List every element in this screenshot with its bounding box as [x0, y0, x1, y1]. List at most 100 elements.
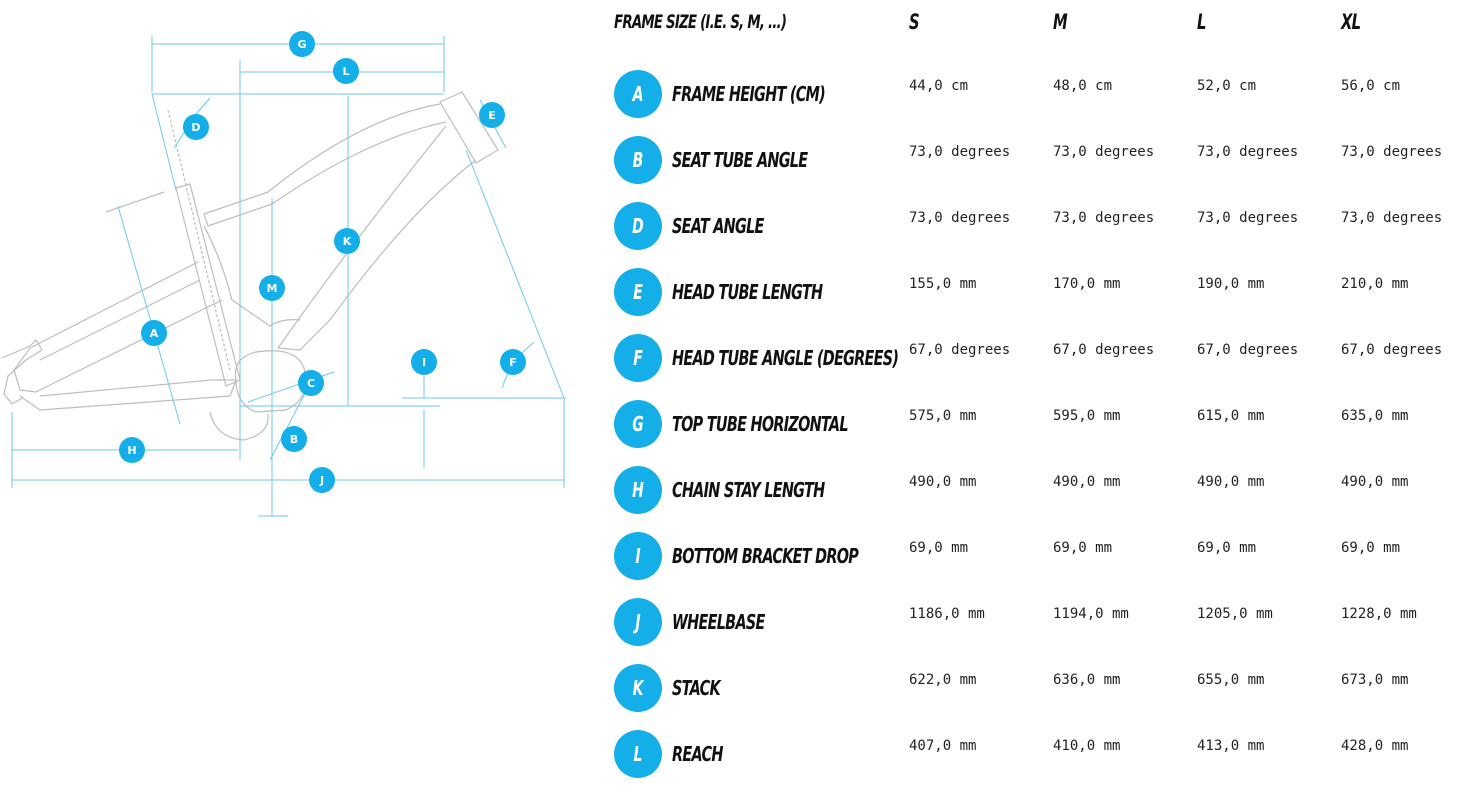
table-row: D SEAT ANGLE 73,0 degrees 73,0 degrees 7…: [600, 196, 1460, 262]
row-letter-badge: H: [614, 466, 662, 514]
row-letter-badge: A: [614, 70, 662, 118]
cell-value: 67,0 degrees: [1341, 342, 1443, 358]
svg-text:F: F: [509, 356, 517, 369]
svg-text:A: A: [150, 327, 159, 340]
svg-text:M: M: [267, 282, 278, 295]
badge-c: C: [298, 370, 324, 396]
row-label: HEAD TUBE ANGLE (DEGREES): [672, 346, 899, 370]
table-row: G TOP TUBE HORIZONTAL 575,0 mm 595,0 mm …: [600, 394, 1460, 460]
row-letter-badge: F: [614, 334, 662, 382]
row-label: HEAD TUBE LENGTH: [672, 280, 823, 304]
cell-value: 170,0 mm: [1053, 276, 1121, 292]
cell-value: 69,0 mm: [909, 540, 969, 556]
cell-value: 67,0 degrees: [1053, 342, 1155, 358]
row-label: WHEELBASE: [672, 610, 765, 634]
cell-value: 73,0 degrees: [1341, 210, 1443, 226]
cell-value: 190,0 mm: [1197, 276, 1265, 292]
row-label: TOP TUBE HORIZONTAL: [672, 412, 849, 436]
geometry-table: FRAME SIZE (I.E. S, M, ...) S M L XL A F…: [600, 0, 1460, 781]
row-letter-badge: G: [614, 400, 662, 448]
cell-value: 1228,0 mm: [1341, 606, 1417, 622]
cell-value: 210,0 mm: [1341, 276, 1409, 292]
cell-value: 490,0 mm: [1341, 474, 1409, 490]
row-label: STACK: [672, 676, 721, 700]
svg-text:B: B: [290, 433, 298, 446]
row-letter-badge: J: [614, 598, 662, 646]
column-header-size-m: M: [1053, 10, 1068, 34]
table-row: K STACK 622,0 mm 636,0 mm 655,0 mm 673,0…: [600, 658, 1460, 724]
table-row: A FRAME HEIGHT (CM) 44,0 cm 48,0 cm 52,0…: [600, 64, 1460, 130]
column-header-frame-size: FRAME SIZE (I.E. S, M, ...): [614, 11, 787, 33]
row-letter-badge: I: [614, 532, 662, 580]
cell-value: 490,0 mm: [1053, 474, 1121, 490]
table-row: F HEAD TUBE ANGLE (DEGREES) 67,0 degrees…: [600, 328, 1460, 394]
row-label: SEAT TUBE ANGLE: [672, 148, 808, 172]
svg-text:D: D: [191, 121, 200, 134]
cell-value: 69,0 mm: [1053, 540, 1113, 556]
svg-text:G: G: [297, 38, 306, 51]
cell-value: 155,0 mm: [909, 276, 977, 292]
svg-text:E: E: [488, 109, 496, 122]
column-header-size-s: S: [909, 10, 920, 34]
badge-f: F: [500, 349, 526, 375]
cell-value: 407,0 mm: [909, 738, 977, 754]
cell-value: 490,0 mm: [909, 474, 977, 490]
row-label: SEAT ANGLE: [672, 214, 764, 238]
cell-value: 636,0 mm: [1053, 672, 1121, 688]
cell-value: 73,0 degrees: [1053, 144, 1155, 160]
cell-value: 622,0 mm: [909, 672, 977, 688]
cell-value: 1205,0 mm: [1197, 606, 1273, 622]
cell-value: 73,0 degrees: [1341, 144, 1443, 160]
row-letter-badge: E: [614, 268, 662, 316]
row-label: REACH: [672, 742, 723, 766]
cell-value: 52,0 cm: [1197, 78, 1257, 94]
cell-value: 56,0 cm: [1341, 78, 1401, 94]
table-row: E HEAD TUBE LENGTH 155,0 mm 170,0 mm 190…: [600, 262, 1460, 328]
cell-value: 73,0 degrees: [1197, 144, 1299, 160]
cell-value: 1194,0 mm: [1053, 606, 1129, 622]
badge-m: M: [259, 275, 285, 301]
badge-h: H: [119, 437, 145, 463]
row-letter-badge: B: [614, 136, 662, 184]
cell-value: 673,0 mm: [1341, 672, 1409, 688]
badge-b: B: [281, 426, 307, 452]
badge-k: K: [334, 228, 360, 254]
cell-value: 1186,0 mm: [909, 606, 985, 622]
cell-value: 615,0 mm: [1197, 408, 1265, 424]
row-letter-badge: D: [614, 202, 662, 250]
svg-text:K: K: [343, 235, 352, 248]
cell-value: 67,0 degrees: [1197, 342, 1299, 358]
row-label: FRAME HEIGHT (CM): [672, 82, 826, 106]
cell-value: 413,0 mm: [1197, 738, 1265, 754]
cell-value: 575,0 mm: [909, 408, 977, 424]
badge-d: D: [183, 114, 209, 140]
row-label: CHAIN STAY LENGTH: [672, 478, 825, 502]
cell-value: 48,0 cm: [1053, 78, 1113, 94]
svg-text:I: I: [422, 356, 426, 369]
svg-text:C: C: [307, 377, 315, 390]
cell-value: 410,0 mm: [1053, 738, 1121, 754]
row-letter-badge: K: [614, 664, 662, 712]
table-row: B SEAT TUBE ANGLE 73,0 degrees 73,0 degr…: [600, 130, 1460, 196]
cell-value: 69,0 mm: [1197, 540, 1257, 556]
cell-value: 428,0 mm: [1341, 738, 1409, 754]
column-header-size-xl: XL: [1341, 10, 1361, 34]
badge-g: G: [289, 31, 315, 57]
svg-text:J: J: [319, 474, 324, 487]
badge-l: L: [333, 58, 359, 84]
badge-a: A: [141, 320, 167, 346]
cell-value: 44,0 cm: [909, 78, 969, 94]
column-header-size-l: L: [1197, 10, 1206, 34]
bike-frame-outline: [1, 91, 499, 441]
svg-text:H: H: [127, 444, 136, 457]
cell-value: 635,0 mm: [1341, 408, 1409, 424]
cell-value: 73,0 degrees: [909, 144, 1011, 160]
cell-value: 655,0 mm: [1197, 672, 1265, 688]
cell-value: 73,0 degrees: [909, 210, 1011, 226]
cell-value: 73,0 degrees: [1197, 210, 1299, 226]
table-row: I BOTTOM BRACKET DROP 69,0 mm 69,0 mm 69…: [600, 526, 1460, 592]
bike-geometry-diagram: A B C D E F G H I J K L M: [1, 31, 566, 517]
badge-j: J: [309, 467, 335, 493]
badge-e: E: [479, 102, 505, 128]
table-row: H CHAIN STAY LENGTH 490,0 mm 490,0 mm 49…: [600, 460, 1460, 526]
